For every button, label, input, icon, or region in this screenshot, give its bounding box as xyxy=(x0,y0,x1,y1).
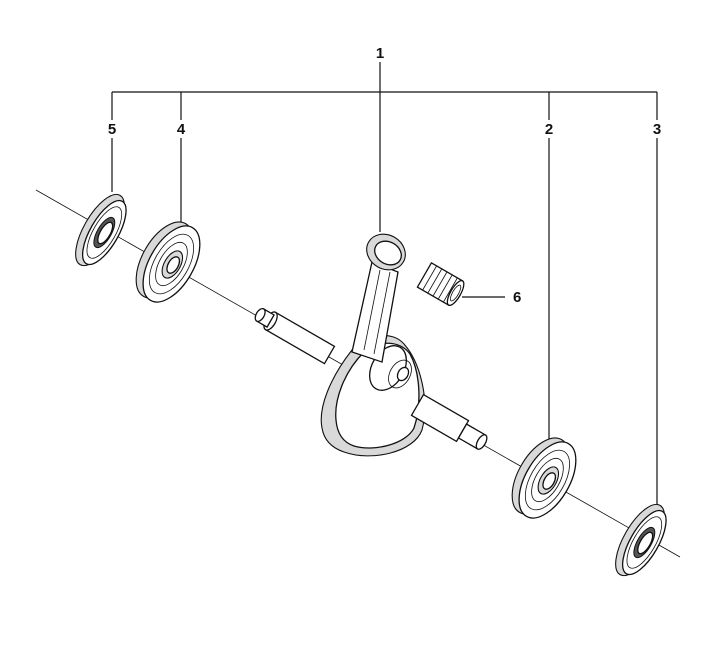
ball-bearing-left xyxy=(135,221,201,303)
leader-lines xyxy=(111,62,658,505)
callout-5: 5 xyxy=(108,121,116,138)
callout-3: 3 xyxy=(653,121,661,138)
oil-seal-right xyxy=(615,503,667,577)
callout-6: 6 xyxy=(513,289,521,306)
ball-bearing-right xyxy=(511,437,577,519)
connecting-rod xyxy=(351,233,406,363)
oil-seal-left xyxy=(75,193,127,267)
needle-bearing xyxy=(416,261,465,307)
callout-2: 2 xyxy=(545,121,553,138)
crankshaft xyxy=(254,307,488,457)
callout-1: 1 xyxy=(376,45,384,62)
callout-4: 4 xyxy=(177,121,186,138)
